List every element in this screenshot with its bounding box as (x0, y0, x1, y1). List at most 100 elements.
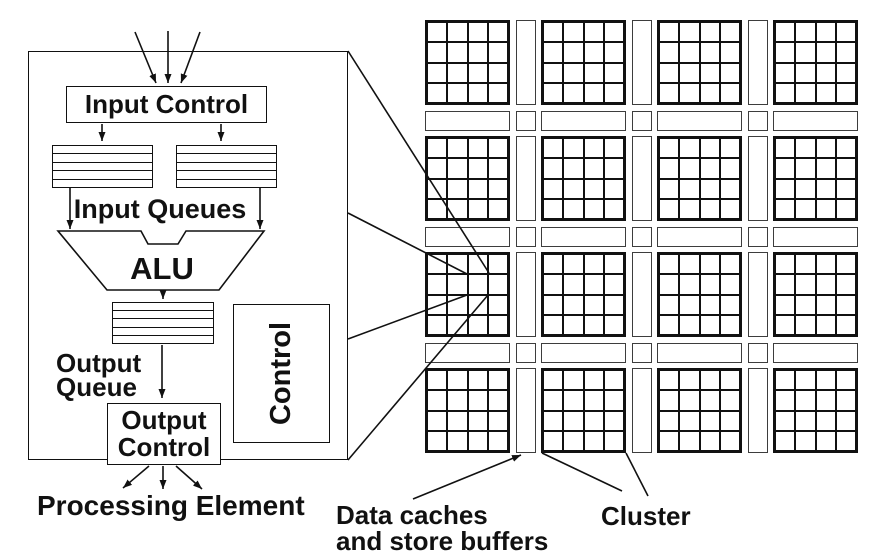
pe-cell (603, 314, 624, 335)
pe-cell (603, 254, 624, 275)
data-caches-label: Data caches and store buffers (336, 502, 549, 556)
pe-cell (699, 62, 720, 83)
pe-cell (467, 410, 488, 431)
pe-cell (835, 390, 856, 411)
pe-cell (719, 274, 740, 295)
pe-cell (583, 430, 604, 451)
pe-cell (719, 370, 740, 391)
pe-cell (775, 390, 796, 411)
store-buffer-bar-vertical (747, 252, 768, 337)
pe-cell (815, 370, 836, 391)
pe-cell (467, 62, 488, 83)
pe-cell (719, 158, 740, 179)
pe-cell (795, 370, 816, 391)
pe-cell (775, 178, 796, 199)
pe-cell (563, 430, 584, 451)
store-buffer-bar-vertical (515, 136, 536, 221)
pe-cell (659, 62, 680, 83)
pe-cell (815, 274, 836, 295)
pe-cell (815, 178, 836, 199)
cluster-block (541, 136, 626, 221)
cluster-block (773, 368, 858, 453)
pe-cell (719, 410, 740, 431)
cluster-block (541, 368, 626, 453)
data-cache-bar-horizontal (425, 342, 510, 363)
pe-cell (719, 178, 740, 199)
pe-cell (447, 274, 468, 295)
pe-cell (447, 158, 468, 179)
store-buffer-bar-vertical (515, 368, 536, 453)
data-cache-bar-horizontal (425, 110, 510, 131)
pe-cell (487, 22, 508, 43)
pe-cell (815, 22, 836, 43)
pe-cell (795, 138, 816, 159)
data-caches-label-line2: and store buffers (336, 525, 549, 556)
pe-cell (815, 138, 836, 159)
pe-cell (679, 294, 700, 315)
store-buffer-bar-vertical (631, 20, 652, 105)
pe-cell (775, 158, 796, 179)
pe-cell (447, 22, 468, 43)
cluster-block (425, 20, 510, 105)
pe-cell (427, 370, 448, 391)
pe-cell (467, 158, 488, 179)
cache-intersection-block (631, 342, 652, 363)
cluster-grid (425, 20, 858, 453)
pe-cell (795, 274, 816, 295)
pe-cell (583, 62, 604, 83)
pe-cell (659, 314, 680, 335)
queue-slot (177, 146, 276, 153)
pe-cell (835, 178, 856, 199)
queue-slot (113, 303, 213, 310)
pe-cell (659, 254, 680, 275)
pe-cell (795, 22, 816, 43)
pe-cell (795, 390, 816, 411)
queue-slot (177, 153, 276, 161)
pe-cell (467, 198, 488, 219)
pe-cell (467, 254, 488, 275)
pe-cell (659, 178, 680, 199)
pe-cell (603, 178, 624, 199)
pe-cell (447, 82, 468, 103)
pe-cell (835, 370, 856, 391)
pe-cell (447, 254, 468, 275)
pe-cell (719, 138, 740, 159)
pe-cell (583, 82, 604, 103)
cluster-block (657, 368, 742, 453)
data-cache-bar-horizontal (541, 110, 626, 131)
pe-cell (659, 370, 680, 391)
pe-cell (427, 42, 448, 63)
pe-cell (719, 42, 740, 63)
data-cache-bar-horizontal (541, 226, 626, 247)
pe-cell (583, 274, 604, 295)
pe-cell (583, 370, 604, 391)
pe-cell (659, 22, 680, 43)
cache-intersection-block (747, 110, 768, 131)
queue-slot (113, 334, 213, 343)
pe-cell (427, 198, 448, 219)
data-caches-arrow (412, 454, 522, 500)
pe-cell (679, 82, 700, 103)
pe-cell (775, 62, 796, 83)
pe-cell (679, 314, 700, 335)
pe-cell (543, 62, 564, 83)
pe-cell (795, 198, 816, 219)
pe-cell (719, 390, 740, 411)
pe-cell (563, 138, 584, 159)
pe-cell (467, 22, 488, 43)
pe-cell (563, 390, 584, 411)
cache-intersection-block (515, 342, 536, 363)
cache-intersection-block (631, 226, 652, 247)
pe-cell (835, 22, 856, 43)
pe-cell (699, 390, 720, 411)
cache-intersection-block (747, 342, 768, 363)
pe-cell (563, 178, 584, 199)
pe-cell (659, 158, 680, 179)
cluster-block (541, 20, 626, 105)
pe-cell (835, 82, 856, 103)
pe-cell (543, 370, 564, 391)
pe-cell (447, 410, 468, 431)
pe-cell (563, 370, 584, 391)
pe-cell (427, 138, 448, 159)
pe-cell (699, 198, 720, 219)
